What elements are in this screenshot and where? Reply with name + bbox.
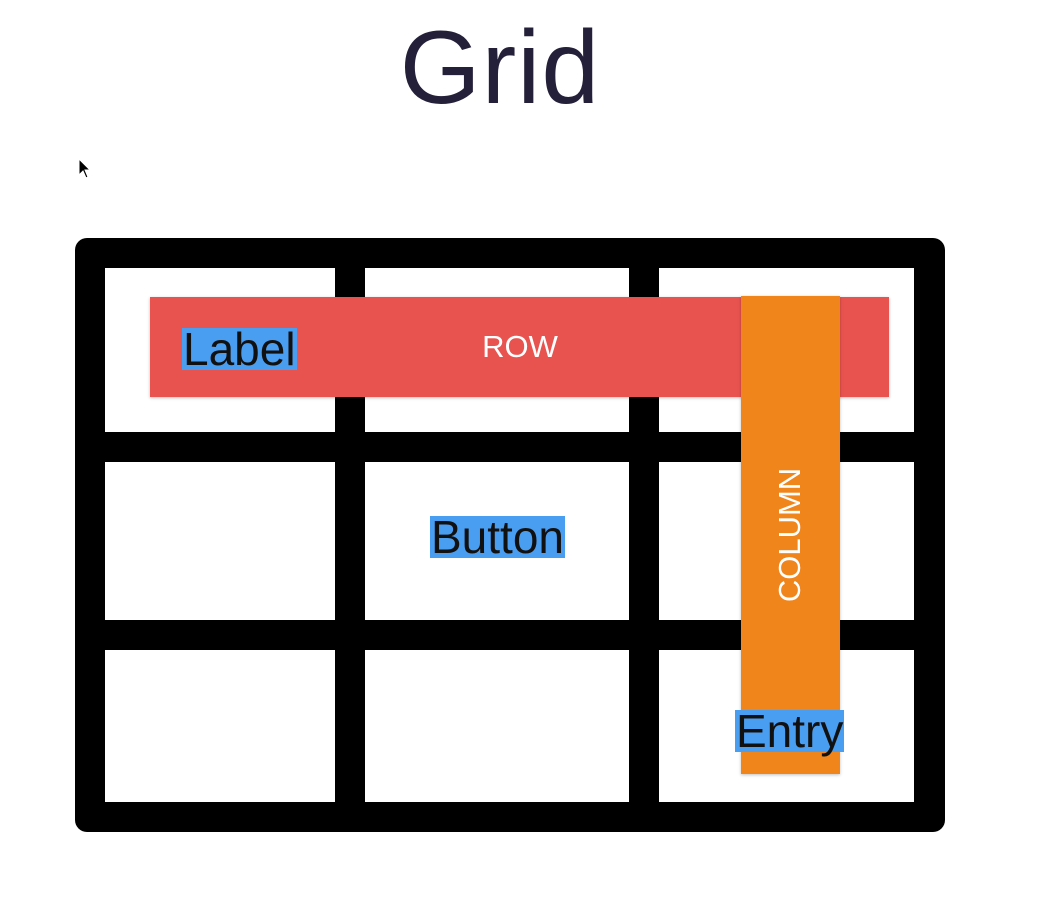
mouse-pointer-icon [78,158,92,179]
slide-title: Grid [399,10,601,126]
grid-cell [105,462,335,620]
row-label: ROW [482,329,558,364]
column-label: COLUMN [772,467,807,603]
column-highlight-bar [741,296,840,774]
label-widget: Label [182,323,297,375]
grid-cell [365,650,629,802]
button-widget: Button [430,511,565,563]
entry-widget: Entry [735,705,845,757]
grid-cell [105,650,335,802]
